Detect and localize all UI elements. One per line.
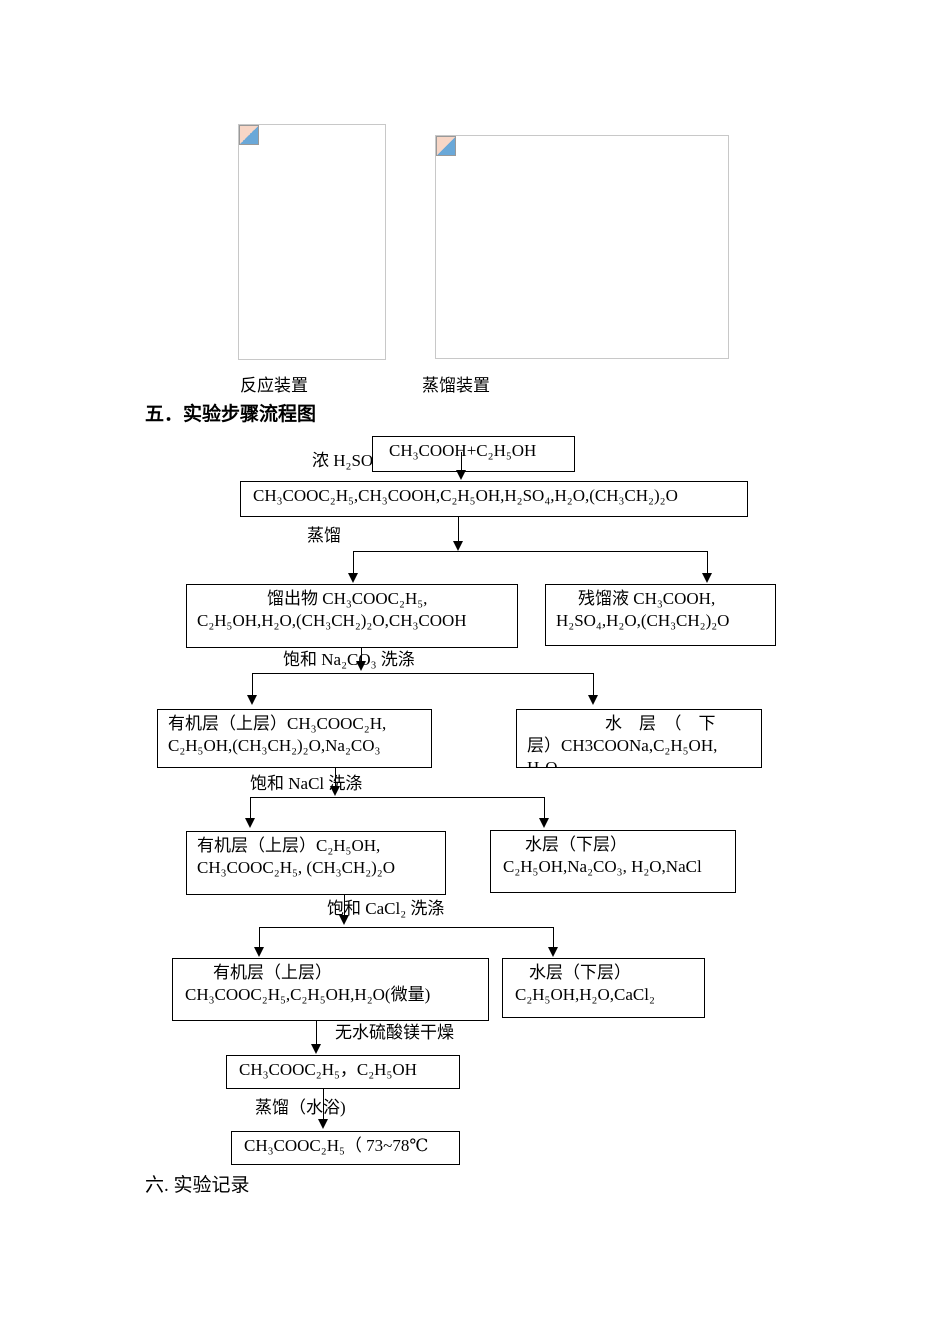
arrow-head [356,661,366,671]
flow-box-organic-layer-3: 有机层（上层）CH₃COOC₂H₅,C₂H₅OH,H₂O(微量) [172,958,489,1021]
arrow-head [453,541,463,551]
step-label: 蒸馏 [307,526,341,545]
step-label: 饱和 Na₂CO₃ 洗涤 [283,650,415,669]
connector-line [553,927,555,948]
arrow-head [330,786,340,796]
connector-line [259,927,554,929]
image-caption: 反应装置 [240,376,308,395]
connector-line [353,551,708,553]
connector-line [593,673,595,696]
arrow-head [702,573,712,583]
connector-line [353,551,355,574]
box-text: CH₃COOC₂H₅,CH₃COOH,C₂H₅OH,H₂SO₄,H₂O,(CH₃… [253,486,678,505]
connector-line [250,797,545,799]
arrow-head [456,470,466,480]
broken-image-icon [436,136,456,156]
flow-box-start: CH₃COOH+C₂H₅OH [372,436,575,472]
section-heading: 六. 实验记录 [145,1175,250,1196]
arrow-head [539,818,549,828]
arrow-head [588,695,598,705]
connector-line [344,894,346,916]
flow-box-residue: 残馏液 CH₃COOH,H₂SO₄,H₂O,(CH₃CH₂)₂O [545,584,776,646]
connector-line [361,647,363,662]
arrow-head [245,818,255,828]
flow-box-organic-layer-2: 有机层（上层）C₂H₅OH,CH₃COOC₂H₅, (CH₃CH₂)₂O [186,831,446,895]
arrow-head [548,947,558,957]
arrow-head [318,1119,328,1129]
distillation-apparatus-image [435,135,729,359]
box-text: CH₃COOH+C₂H₅OH [389,441,537,460]
connector-line [250,797,252,819]
connector-line [252,673,594,675]
section-heading: 五．实验步骤流程图 [145,404,317,425]
arrow-head [311,1044,321,1054]
connector-line [335,767,337,787]
flow-box-organic-layer-1: 有机层（上层）CH₃COOC₂H,C₂H₅OH,(CH₃CH₂)₂O,Na₂CO… [157,709,432,768]
flow-box-dried: CH₃COOC₂H₅，C₂H₅OH [226,1055,460,1089]
flow-box-aqueous-layer-1: 水 层 （ 下层）CH3COONa,C₂H₅OH,H₂O [516,709,762,768]
connector-line [316,1020,318,1045]
connector-line [323,1088,325,1120]
arrow-head [339,915,349,925]
flow-box-distillate: 馏出物 CH₃COOC₂H₅,C₂H₅OH,H₂O,(CH₃CH₂)₂O,CH₃… [186,584,518,648]
flow-box-mixture: CH₃COOC₂H₅,CH₃COOH,C₂H₅OH,H₂SO₄,H₂O,(CH₃… [240,481,748,517]
connector-line [252,673,254,696]
step-label: 饱和 CaCl₂ 洗涤 [327,899,445,918]
step-label: 蒸馏（水浴) [255,1098,346,1117]
connector-line [458,517,460,542]
arrow [461,452,463,472]
arrow-head [247,695,257,705]
step-label: 无水硫酸镁干燥 [335,1023,454,1042]
connector-line [707,551,709,574]
flow-box-aqueous-layer-2: 水层（下层）C₂H₅OH,Na₂CO₃, H₂O,NaCl [490,830,736,893]
image-caption: 蒸馏装置 [422,376,490,395]
step-label: 浓 H₂SO₄ [312,451,380,470]
broken-image-icon [239,125,259,145]
connector-line [259,927,261,948]
connector-line [544,797,546,819]
arrow-head [254,947,264,957]
flow-box-product: CH₃COOC₂H₅（ 73~78℃ [231,1131,460,1165]
arrow-head [348,573,358,583]
step-label: 饱和 NaCl 洗涤 [250,774,363,793]
flow-box-aqueous-layer-3: 水层（下层）C₂H₅OH,H₂O,CaCl₂ [502,958,705,1018]
reaction-apparatus-image [238,124,386,360]
